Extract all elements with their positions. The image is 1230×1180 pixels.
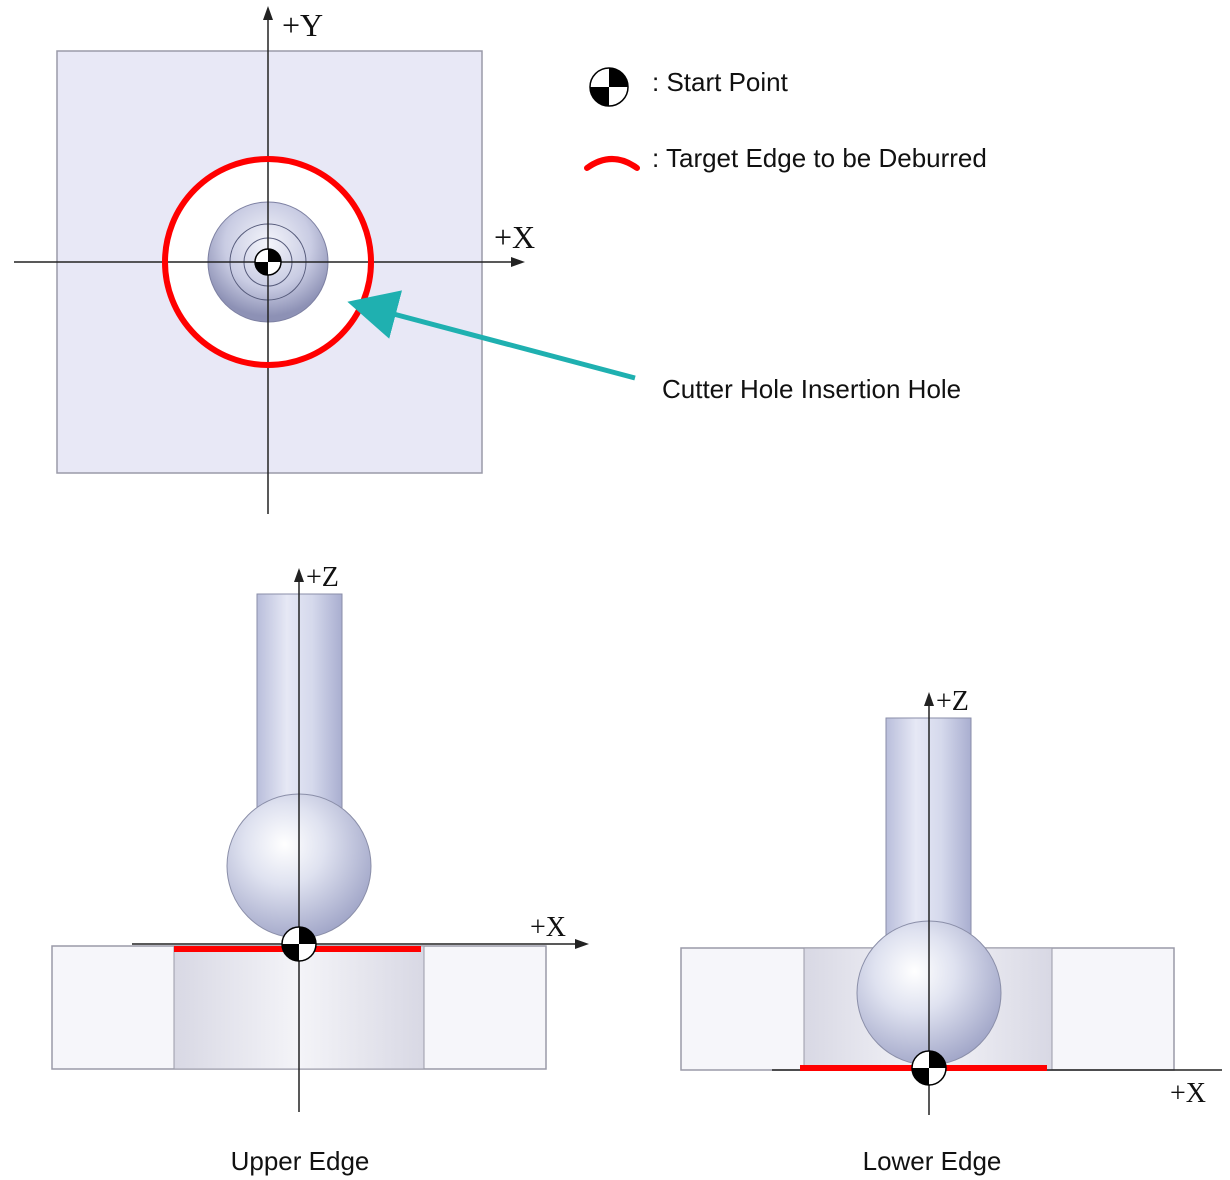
upper-caption: Upper Edge <box>231 1146 370 1176</box>
lower-z-axis-arrowhead <box>924 692 934 706</box>
top-y-axis-label: +Y <box>282 7 323 43</box>
target-edge-ring <box>162 156 374 368</box>
legend-target-edge-icon <box>584 156 640 171</box>
top-view: +Y +X Cutter Hole Insertion Hole <box>14 6 961 514</box>
top-start-point-icon <box>254 248 282 276</box>
lower-edge-view: +Z +X Lower Edge <box>680 686 1222 1176</box>
callout-arrow <box>347 290 636 381</box>
legend-start-point-icon <box>589 67 629 107</box>
legend: : Start Point : Target Edge to be Deburr… <box>584 67 987 173</box>
upper-z-axis-label: +Z <box>306 562 339 593</box>
upper-x-axis-label: +X <box>530 912 566 943</box>
legend-start-point-label: : Start Point <box>652 67 789 97</box>
lower-start-point-icon <box>911 1050 947 1086</box>
callout-label: Cutter Hole Insertion Hole <box>662 374 961 404</box>
upper-start-point-icon <box>281 926 317 962</box>
upper-z-axis-arrowhead <box>294 568 304 582</box>
lower-x-axis-label: +X <box>1170 1078 1206 1109</box>
lower-z-axis-label: +Z <box>936 686 969 717</box>
top-y-axis-arrowhead <box>263 6 273 20</box>
top-x-axis-label: +X <box>494 219 535 255</box>
legend-target-edge-label: : Target Edge to be Deburred <box>652 143 987 173</box>
upper-x-axis-arrowhead <box>575 939 589 949</box>
top-x-axis-arrowhead <box>511 257 525 267</box>
upper-edge-view: +Z +X Upper Edge <box>51 562 589 1176</box>
lower-caption: Lower Edge <box>863 1146 1002 1176</box>
